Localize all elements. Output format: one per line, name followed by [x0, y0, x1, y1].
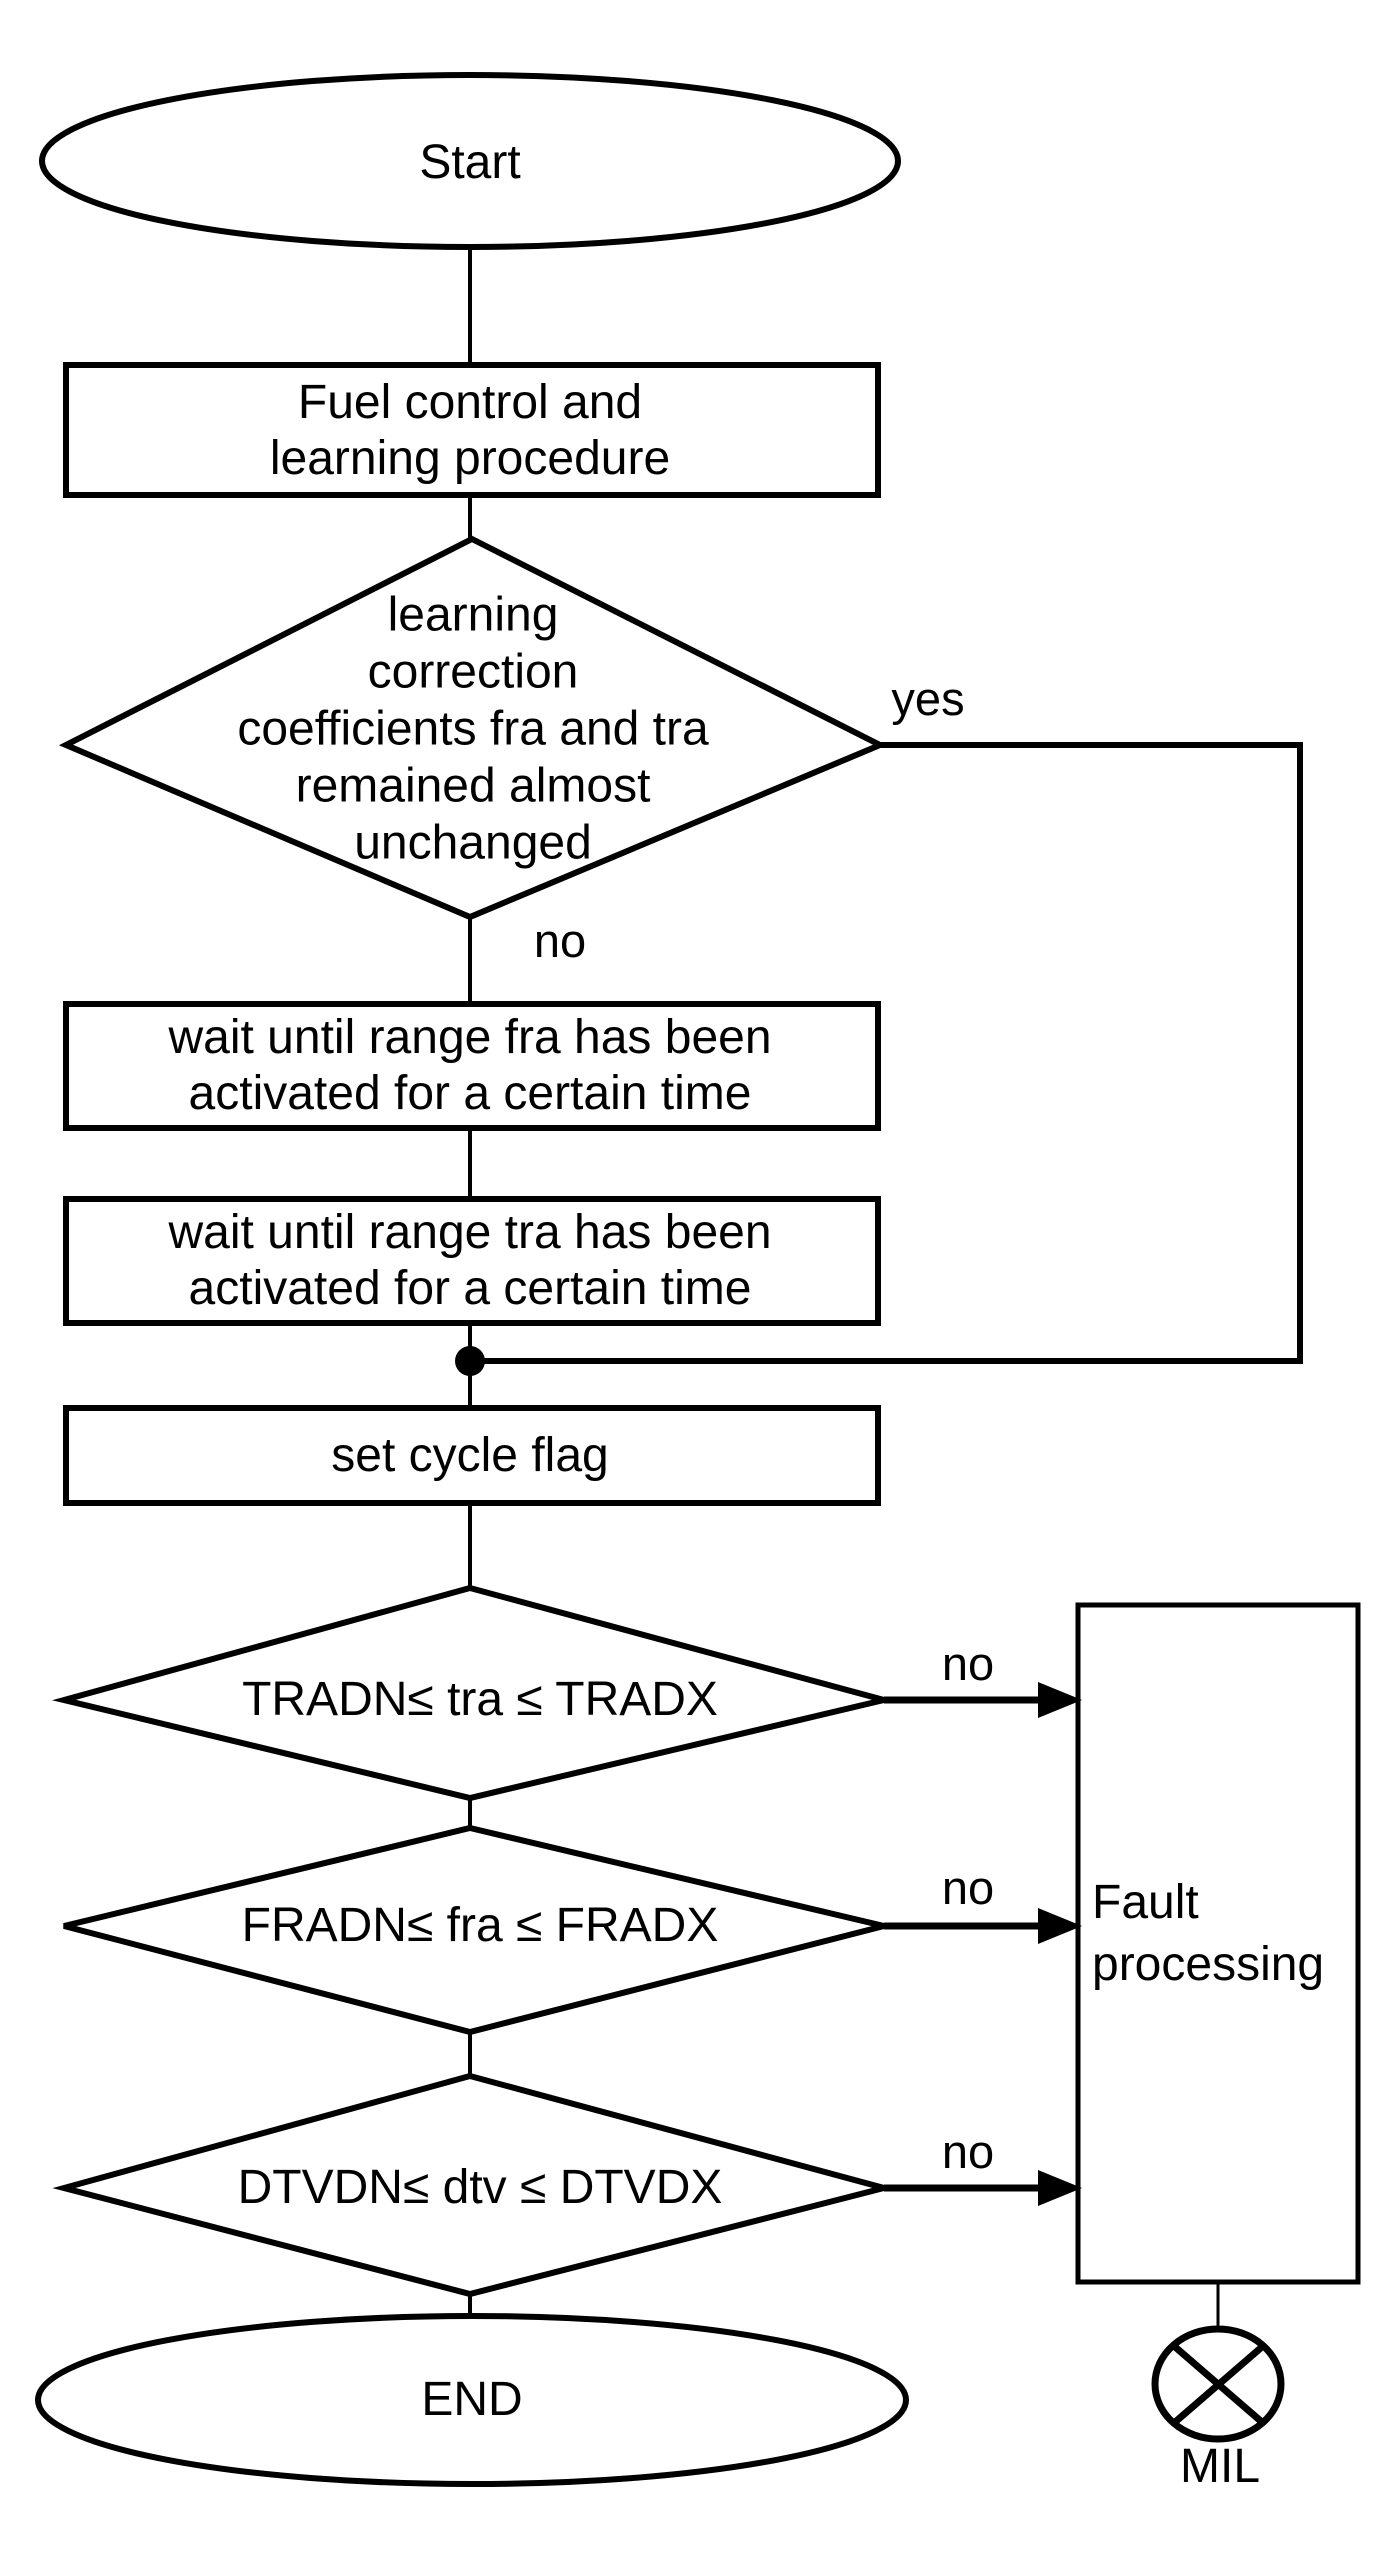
learning-decision-label: learning correction coefficients fra and… [237, 588, 709, 870]
fra-range-decision-shape [63, 1824, 885, 2036]
dtv-no-label: no [941, 2125, 995, 2178]
start-label: Start [419, 136, 521, 189]
tra-range-decision-label: TRADN≤ tra ≤ TRADX [242, 1673, 718, 1726]
edge-dtv-no-arrow [884, 2170, 1082, 2206]
dtv-no-arrowhead [1038, 2170, 1082, 2206]
tra-range-decision-shape [52, 1584, 885, 1802]
dtv-range-decision-shape [52, 2072, 896, 2298]
tra-no-arrowhead [1038, 1682, 1082, 1718]
set-cycle-flag-box-shape [63, 1405, 881, 1506]
fra-no-arrowhead [1038, 1908, 1082, 1944]
edge-tra-no-arrow [884, 1682, 1082, 1718]
tra-no-label: no [941, 1637, 995, 1690]
fault-processing-box-shape [1075, 1602, 1361, 2285]
junction-dot [455, 1346, 485, 1376]
wait-tra-box-shape [63, 1196, 881, 1326]
mil-lamp-cross-2 [1171, 2343, 1266, 2426]
learning-yes-label: yes [891, 672, 965, 725]
wait-fra-label: wait until range fra has been activated … [168, 1011, 772, 1120]
start-terminator-shape [39, 72, 901, 250]
wait-fra-box-shape [63, 1001, 881, 1131]
set-cycle-flag-label: set cycle flag [331, 1429, 609, 1482]
fuel-control-box-shape [63, 362, 881, 498]
mil-lamp-icon [1151, 2325, 1285, 2443]
fault-processing-label: Fault processing [1092, 1876, 1325, 1991]
learning-decision-shape [58, 535, 888, 921]
dtv-range-decision-label: DTVDN≤ dtv ≤ DTVDX [237, 2161, 723, 2214]
end-terminator-shape [35, 2313, 909, 2487]
fuel-control-label: Fuel control and learning procedure [269, 376, 671, 485]
edge-yes-bypass [484, 742, 1303, 1364]
end-label: END [421, 2373, 523, 2426]
learning-no-label: no [533, 914, 587, 967]
edge-fra-no-arrow [884, 1908, 1082, 1944]
wait-tra-label: wait until range tra has been activated … [168, 1206, 772, 1315]
mil-label: MIL [1179, 2440, 1261, 2493]
fra-no-label: no [941, 1861, 995, 1914]
fra-range-decision-label: FRADN≤ fra ≤ FRADX [241, 1899, 719, 1952]
